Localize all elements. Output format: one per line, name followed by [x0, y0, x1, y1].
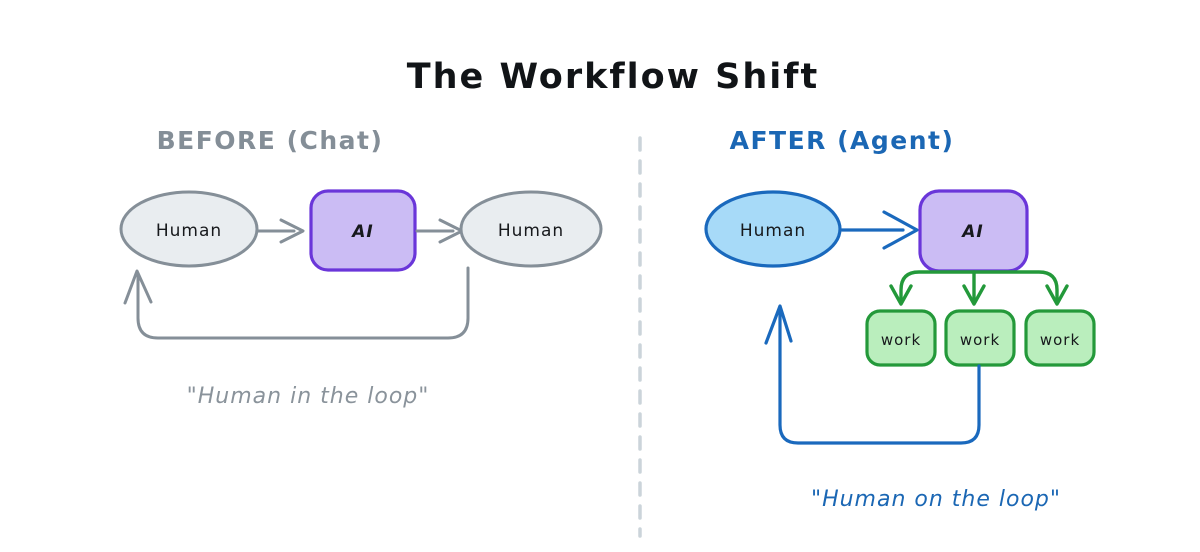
before-arrow-human-to-ai — [256, 218, 305, 244]
work-box-2-label: work — [960, 331, 1000, 349]
after-heading: AFTER (Agent) — [730, 126, 955, 155]
work-box-1-label: work — [881, 331, 921, 349]
before-heading: BEFORE (Chat) — [157, 126, 384, 155]
after-panel: AFTER (Agent) Human AI — [704, 126, 1096, 512]
before-loop-arrow — [123, 266, 470, 340]
before-human-left-ellipse — [119, 190, 259, 268]
after-caption: "Human on the loop" — [811, 487, 1061, 512]
before-human-left-label: Human — [156, 221, 222, 241]
work-box-3 — [1024, 309, 1096, 367]
loop-line — [778, 308, 981, 445]
after-loop-arrow — [764, 304, 981, 445]
arrow-head-icon — [279, 218, 305, 244]
after-work-boxes: work work work — [865, 309, 1096, 367]
before-human-right-label: Human — [498, 221, 564, 241]
before-ai-box — [309, 189, 417, 272]
before-ai-label: AI — [350, 222, 373, 242]
arrow-head-icon — [962, 284, 986, 306]
arrow-head-icon — [882, 210, 919, 250]
arrow-head-icon — [123, 269, 153, 305]
work-box-1 — [865, 309, 937, 367]
before-panel: BEFORE (Chat) Human AI Human — [119, 126, 603, 409]
after-arrow-human-to-ai — [840, 210, 919, 250]
fanout-line — [899, 270, 1059, 304]
loop-line — [136, 266, 470, 340]
arrow-head-icon — [1045, 284, 1069, 306]
before-human-right-ellipse — [459, 190, 603, 268]
after-ai-label: AI — [960, 222, 983, 242]
page-title: The Workflow Shift — [407, 57, 820, 97]
arrow-head-icon — [889, 284, 913, 306]
before-caption: "Human in the loop" — [187, 384, 430, 409]
after-fanout-arrows — [889, 270, 1069, 306]
after-human-ellipse — [704, 190, 842, 268]
work-box-3-label: work — [1040, 331, 1080, 349]
arrow-head-icon — [764, 304, 793, 345]
after-human-label: Human — [740, 221, 806, 241]
before-arrow-ai-to-human — [415, 218, 464, 244]
